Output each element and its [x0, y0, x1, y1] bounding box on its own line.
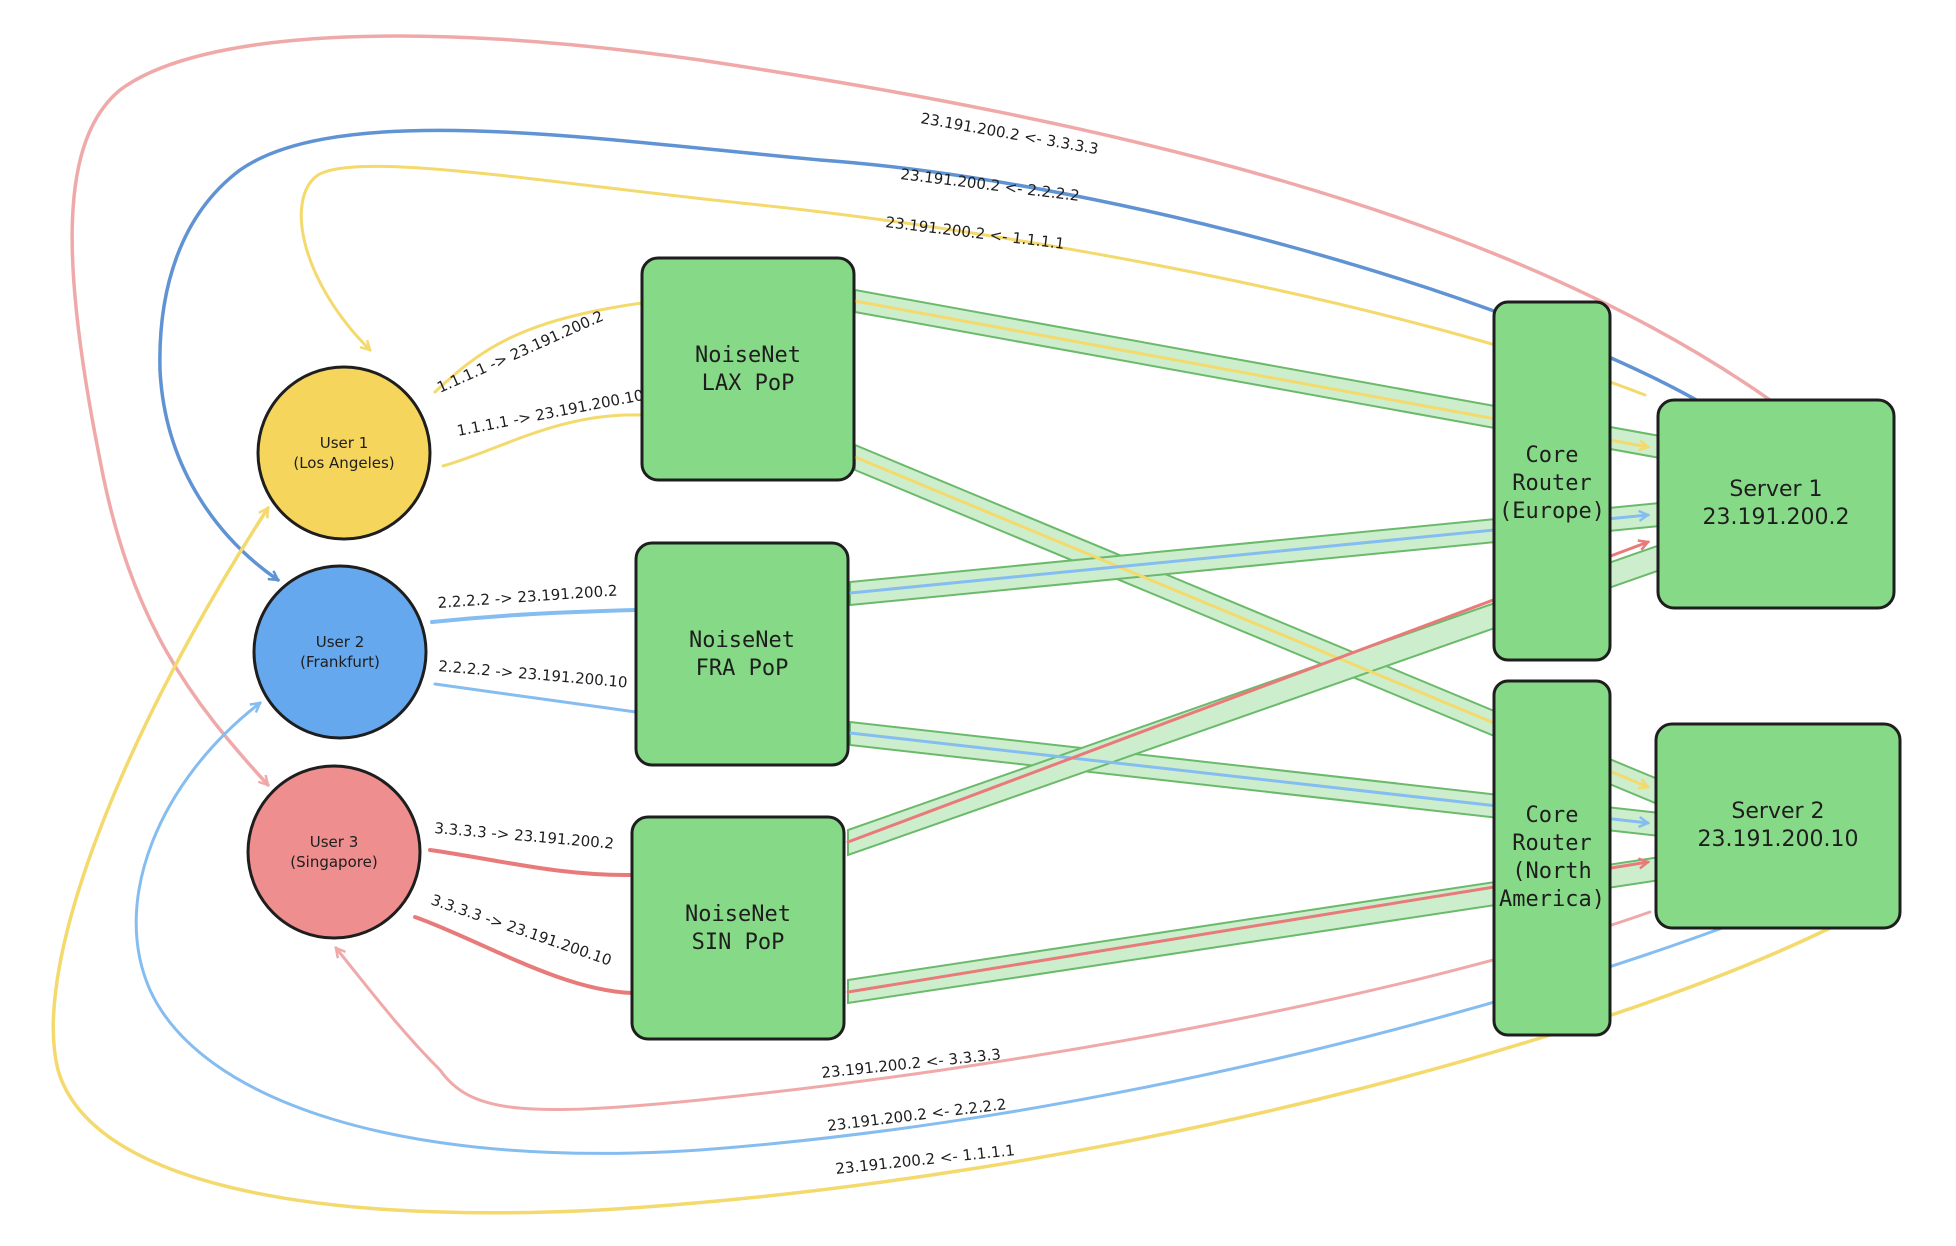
pop-sin-line1: NoiseNet — [685, 902, 791, 927]
pop-fra-line2: FRA PoP — [696, 656, 789, 681]
return-label: 23.191.200.2 <- 1.1.1.1 — [885, 213, 1066, 253]
user-2-node[interactable]: User 2 (Frankfurt) — [252, 564, 428, 740]
return-server1-user3 — [70, 34, 1772, 785]
return-server2-user1 — [51, 508, 1832, 1215]
return-paths-top — [70, 34, 1772, 785]
server-2-name: Server 2 — [1731, 799, 1824, 824]
pop-lax-node[interactable]: NoiseNet LAX PoP — [640, 256, 856, 482]
link-user1-lax-a — [433, 301, 644, 394]
edge-label: 1.1.1.1 -> 23.191.200.10 — [455, 386, 645, 440]
edge-label: 2.2.2.2 -> 23.191.200.10 — [438, 657, 629, 691]
edge-label: 1.1.1.1 -> 23.191.200.2 — [434, 307, 606, 397]
router-na-line3: (North — [1512, 859, 1591, 884]
router-na-line1: Core — [1526, 803, 1579, 828]
router-na-line4: America) — [1499, 887, 1605, 912]
edge-label: 3.3.3.3 -> 23.191.200.10 — [429, 891, 614, 970]
user-1-name: User 1 — [320, 434, 369, 452]
router-europe-line3: (Europe) — [1499, 499, 1605, 524]
user-1-node[interactable]: User 1 (Los Angeles) — [256, 365, 432, 541]
router-europe-line2: Router — [1512, 471, 1591, 496]
user-3-node[interactable]: User 3 (Singapore) — [246, 764, 422, 940]
return-server1-user1 — [299, 164, 1647, 397]
user-2-name: User 2 — [316, 633, 365, 651]
return-server1-user2 — [158, 128, 1702, 582]
pop-sin-line2: SIN PoP — [692, 930, 785, 955]
pop-fra-line1: NoiseNet — [689, 628, 795, 653]
router-europe-line1: Core — [1526, 443, 1579, 468]
user-3-location: (Singapore) — [290, 853, 377, 871]
router-na-line2: Router — [1512, 831, 1591, 856]
server-1-ip: 23.191.200.2 — [1703, 505, 1850, 530]
server-2-node[interactable]: Server 2 23.191.200.10 — [1654, 722, 1902, 930]
link-user3-sin-a — [428, 848, 634, 878]
link-user1-lax-b — [441, 413, 644, 468]
pop-sin-node[interactable]: NoiseNet SIN PoP — [630, 815, 846, 1041]
user-pop-links — [413, 301, 644, 995]
return-paths-bottom — [51, 508, 1832, 1215]
user-pop-label-group: 1.1.1.1 -> 23.191.200.2 1.1.1.1 -> 23.19… — [429, 307, 645, 970]
return-label: 23.191.200.2 <- 2.2.2.2 — [900, 165, 1081, 205]
user-1-location: (Los Angeles) — [293, 454, 394, 472]
router-europe-node[interactable]: Core Router (Europe) — [1492, 300, 1612, 662]
link-user3-sin-b — [413, 915, 634, 995]
return-label: 23.191.200.2 <- 1.1.1.1 — [835, 1141, 1016, 1178]
user-2-location: (Frankfurt) — [300, 653, 380, 671]
router-north-america-node[interactable]: Core Router (North America) — [1492, 679, 1612, 1037]
server-2-ip: 23.191.200.10 — [1698, 827, 1859, 852]
pop-fra-node[interactable]: NoiseNet FRA PoP — [634, 541, 850, 767]
return-label: 23.191.200.2 <- 3.3.3.3 — [919, 109, 1100, 158]
link-user2-fra-b — [433, 682, 638, 714]
edge-label: 3.3.3.3 -> 23.191.200.2 — [434, 819, 615, 853]
pop-lax-line2: LAX PoP — [702, 371, 795, 396]
return-server2-user3 — [336, 910, 1652, 1112]
return-server2-user2 — [134, 703, 1724, 1155]
server-1-node[interactable]: Server 1 23.191.200.2 — [1656, 398, 1896, 610]
link-user2-fra-a — [430, 608, 638, 624]
pop-lax-line1: NoiseNet — [695, 343, 801, 368]
return-label: 23.191.200.2 <- 2.2.2.2 — [826, 1095, 1007, 1135]
server-1-name: Server 1 — [1729, 477, 1822, 502]
user-3-name: User 3 — [310, 833, 359, 851]
edge-label: 2.2.2.2 -> 23.191.200.2 — [437, 581, 618, 612]
return-label-group: 23.191.200.2 <- 3.3.3.3 23.191.200.2 <- … — [821, 109, 1100, 1178]
return-label: 23.191.200.2 <- 3.3.3.3 — [821, 1045, 1002, 1082]
